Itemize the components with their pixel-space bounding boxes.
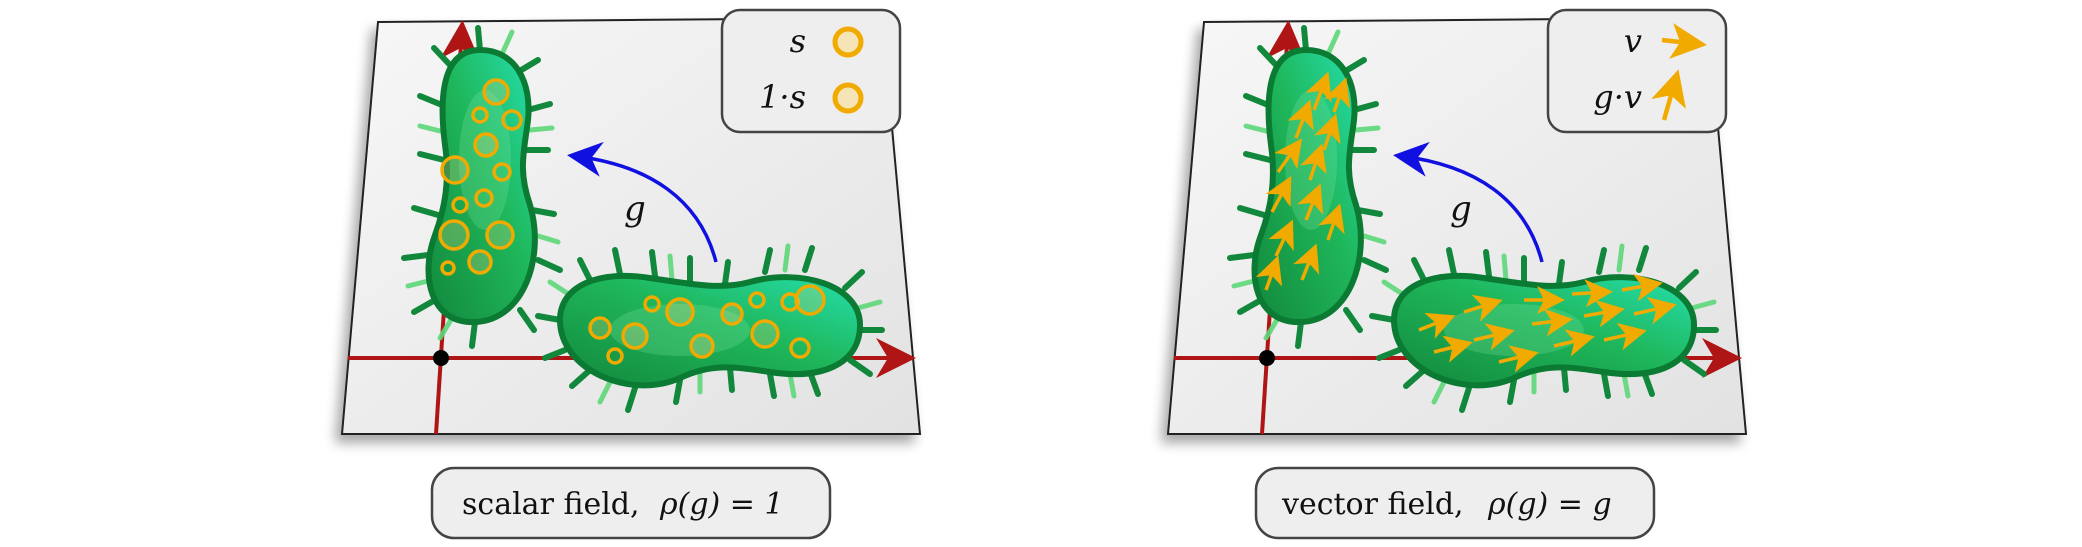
arrow-right-icon [1661,23,1707,59]
arrow-up-icon [1651,69,1686,121]
legend-scalar: s 1·s [720,8,902,134]
cell-original [1369,243,1719,413]
caption-box [430,466,832,540]
caption-vector: vector field, ρ(g) = g [1254,466,1656,540]
legend-label-v: v [1624,22,1642,60]
caption-text: scalar field, [462,487,640,522]
transform-arrow [567,141,718,263]
panel-vector: g v g·v vector field, ρ(g) = g [1166,8,1748,540]
ring-glyph-icon [832,82,864,114]
legend-vector: v g·v [1546,8,1728,134]
legend-label-s: s [790,22,806,60]
cell-transformed [1227,25,1389,349]
legend-label-gv: g·v [1593,78,1642,116]
transform-label: g [1450,189,1472,229]
transform-label: g [624,189,646,229]
caption-scalar: scalar field, ρ(g) = 1 [430,466,832,540]
caption-text: vector field, [1281,487,1464,522]
origin-point [433,350,449,366]
caption-math: ρ(g) = 1 [659,487,784,522]
origin-point [1259,350,1275,366]
caption-math: ρ(g) = g [1487,487,1612,522]
caption-box [1254,466,1656,540]
transform-arrow [1393,141,1544,263]
legend-label-1s: 1·s [759,78,806,116]
cell-original [535,243,885,413]
ring-glyph-icon [832,26,864,58]
legend-box [720,8,902,134]
panel-scalar: g s 1·s scalar field, ρ(g) = 1 [340,8,922,540]
cell-transformed [401,25,563,349]
